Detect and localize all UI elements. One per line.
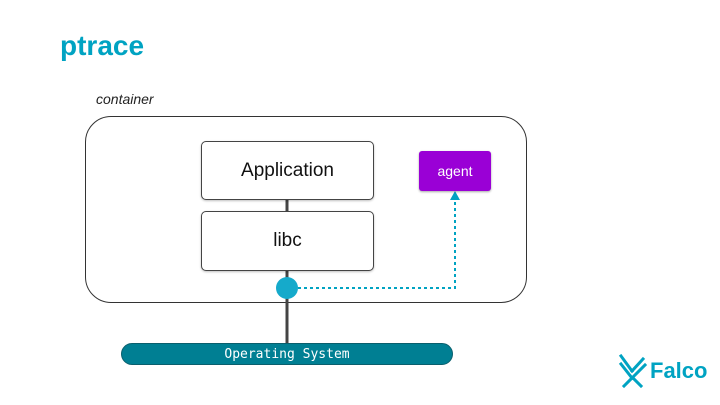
container-label: container <box>96 91 154 107</box>
falco-logo-icon <box>618 354 648 388</box>
trace-path <box>298 196 456 289</box>
falco-logo: Falco <box>618 354 707 388</box>
container-box <box>85 116 527 303</box>
trace-arrowhead <box>450 191 460 200</box>
syscall-node <box>276 277 298 299</box>
slide-title: ptrace <box>60 30 145 61</box>
libc-box: libc <box>201 211 374 271</box>
operating-system-bar: Operating System <box>121 343 453 365</box>
falco-logo-text: Falco <box>650 358 708 383</box>
application-box: Application <box>201 141 374 200</box>
agent-box: agent <box>419 151 491 191</box>
